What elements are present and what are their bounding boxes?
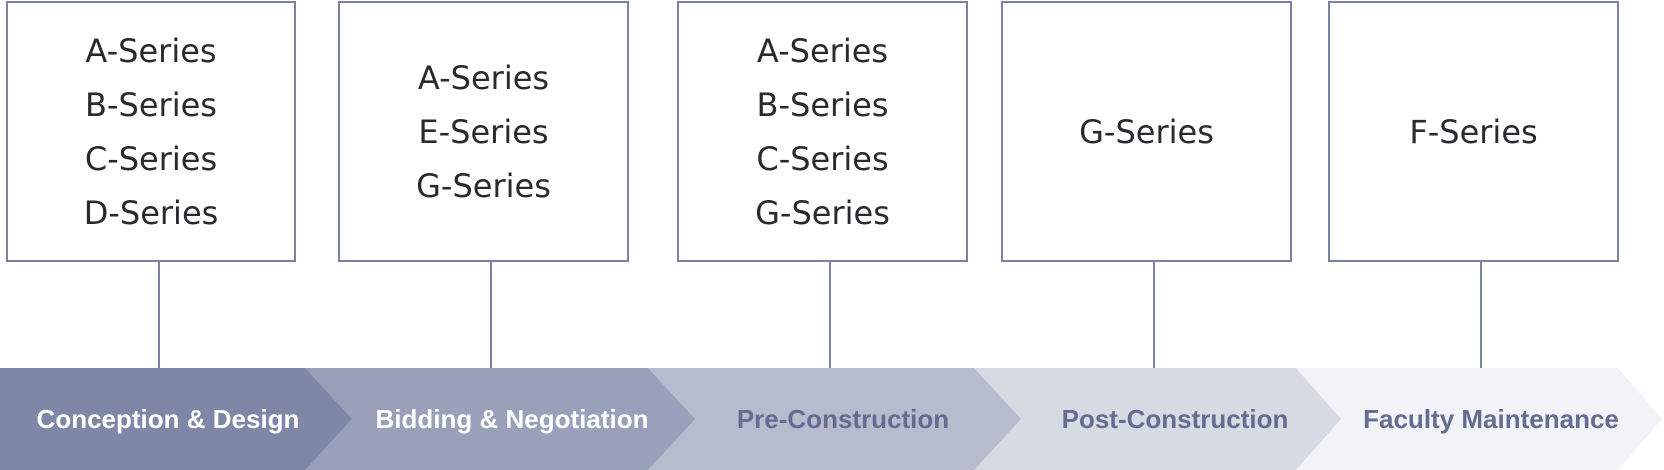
- series-item: G-Series: [416, 166, 551, 205]
- series-item: E-Series: [418, 112, 549, 151]
- series-item: A-Series: [85, 31, 217, 70]
- stage-chevron-bidding: [305, 368, 695, 470]
- connector-line: [158, 262, 160, 368]
- stage-chevron-maintenance: [1296, 368, 1662, 470]
- series-box-post-construction: G-Series: [1001, 1, 1292, 262]
- series-item: B-Series: [756, 85, 889, 124]
- series-item: G-Series: [755, 193, 890, 232]
- series-box-conception: A-Series B-Series C-Series D-Series: [6, 1, 296, 262]
- stage-chevron-conception: [0, 368, 352, 470]
- stage-chevrons: [0, 368, 1662, 470]
- series-item: B-Series: [85, 85, 217, 124]
- series-item: G-Series: [1079, 112, 1214, 151]
- series-item: A-Series: [417, 58, 550, 97]
- series-item: D-Series: [83, 193, 219, 232]
- series-item: C-Series: [756, 139, 889, 178]
- stage-label-post-construction: Post-Construction: [1061, 404, 1289, 434]
- series-box-pre-construction: A-Series B-Series C-Series G-Series: [677, 1, 968, 262]
- stage-chevron-pre-construction: [648, 368, 1021, 470]
- connector-line: [829, 262, 831, 368]
- stage-label-bidding: Bidding & Negotiation: [375, 404, 649, 434]
- series-item: C-Series: [84, 139, 218, 178]
- series-item: F-Series: [1409, 112, 1538, 151]
- stage-chevron-post-construction: [974, 368, 1341, 470]
- series-box-maintenance: F-Series: [1328, 1, 1619, 262]
- stage-label-pre-construction: Pre-Construction: [736, 404, 950, 434]
- stage-label-maintenance: Faculty Maintenance: [1363, 404, 1619, 434]
- connector-line: [490, 262, 492, 368]
- series-box-bidding: A-Series E-Series G-Series: [338, 1, 629, 262]
- series-item: A-Series: [756, 31, 889, 70]
- connector-line: [1480, 262, 1482, 368]
- connector-line: [1153, 262, 1155, 368]
- stage-label-conception: Conception & Design: [36, 404, 300, 434]
